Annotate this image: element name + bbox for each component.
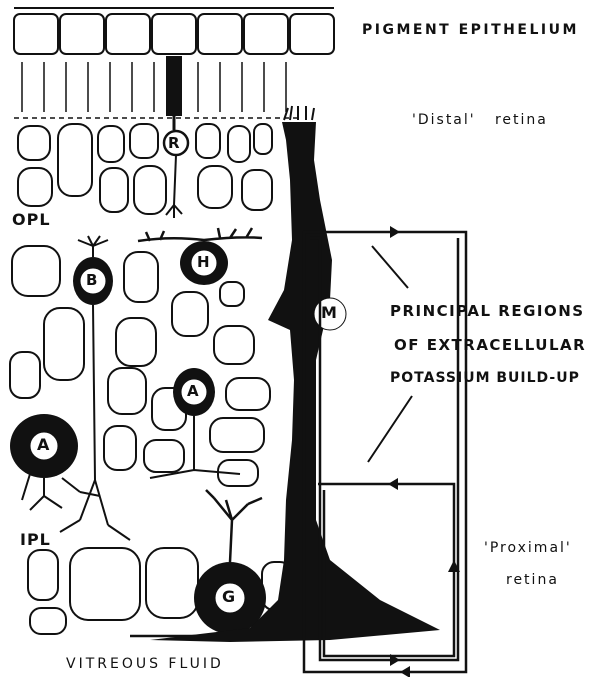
region-pointers (368, 246, 412, 462)
proximal-retina-label-2: retina (506, 572, 559, 588)
distal-retina-label: 'Distal' retina (412, 112, 548, 128)
cell-label-a2: A (187, 382, 199, 400)
cell-label-h: H (197, 253, 210, 271)
ipl-label: IPL (20, 530, 51, 549)
outer-nuclear-cells (18, 124, 272, 214)
cell-label-r: R (168, 134, 180, 152)
pigment-epithelium-cells (14, 8, 334, 54)
principal-regions-line-2: OF EXTRACELLULAR (394, 336, 586, 354)
pigment-epithelium-label: PIGMENT EPITHELIUM (362, 22, 579, 38)
opl-label: OPL (12, 210, 51, 229)
photoreceptor-segments (14, 62, 300, 118)
rod-outer-segment (166, 56, 182, 116)
principal-regions-line-1: PRINCIPAL REGIONS (390, 302, 585, 320)
cell-label-b: B (86, 271, 97, 289)
cell-label-g: G (222, 587, 235, 606)
proximal-retina-label-1: 'Proximal' (484, 540, 572, 556)
arrow-heads (388, 226, 460, 677)
cell-label-a1: A (37, 435, 49, 454)
vitreous-fluid-label: VITREOUS FLUID (66, 656, 224, 672)
principal-regions-line-3: POTASSIUM BUILD-UP (390, 370, 580, 386)
cell-label-m: M (321, 303, 337, 322)
